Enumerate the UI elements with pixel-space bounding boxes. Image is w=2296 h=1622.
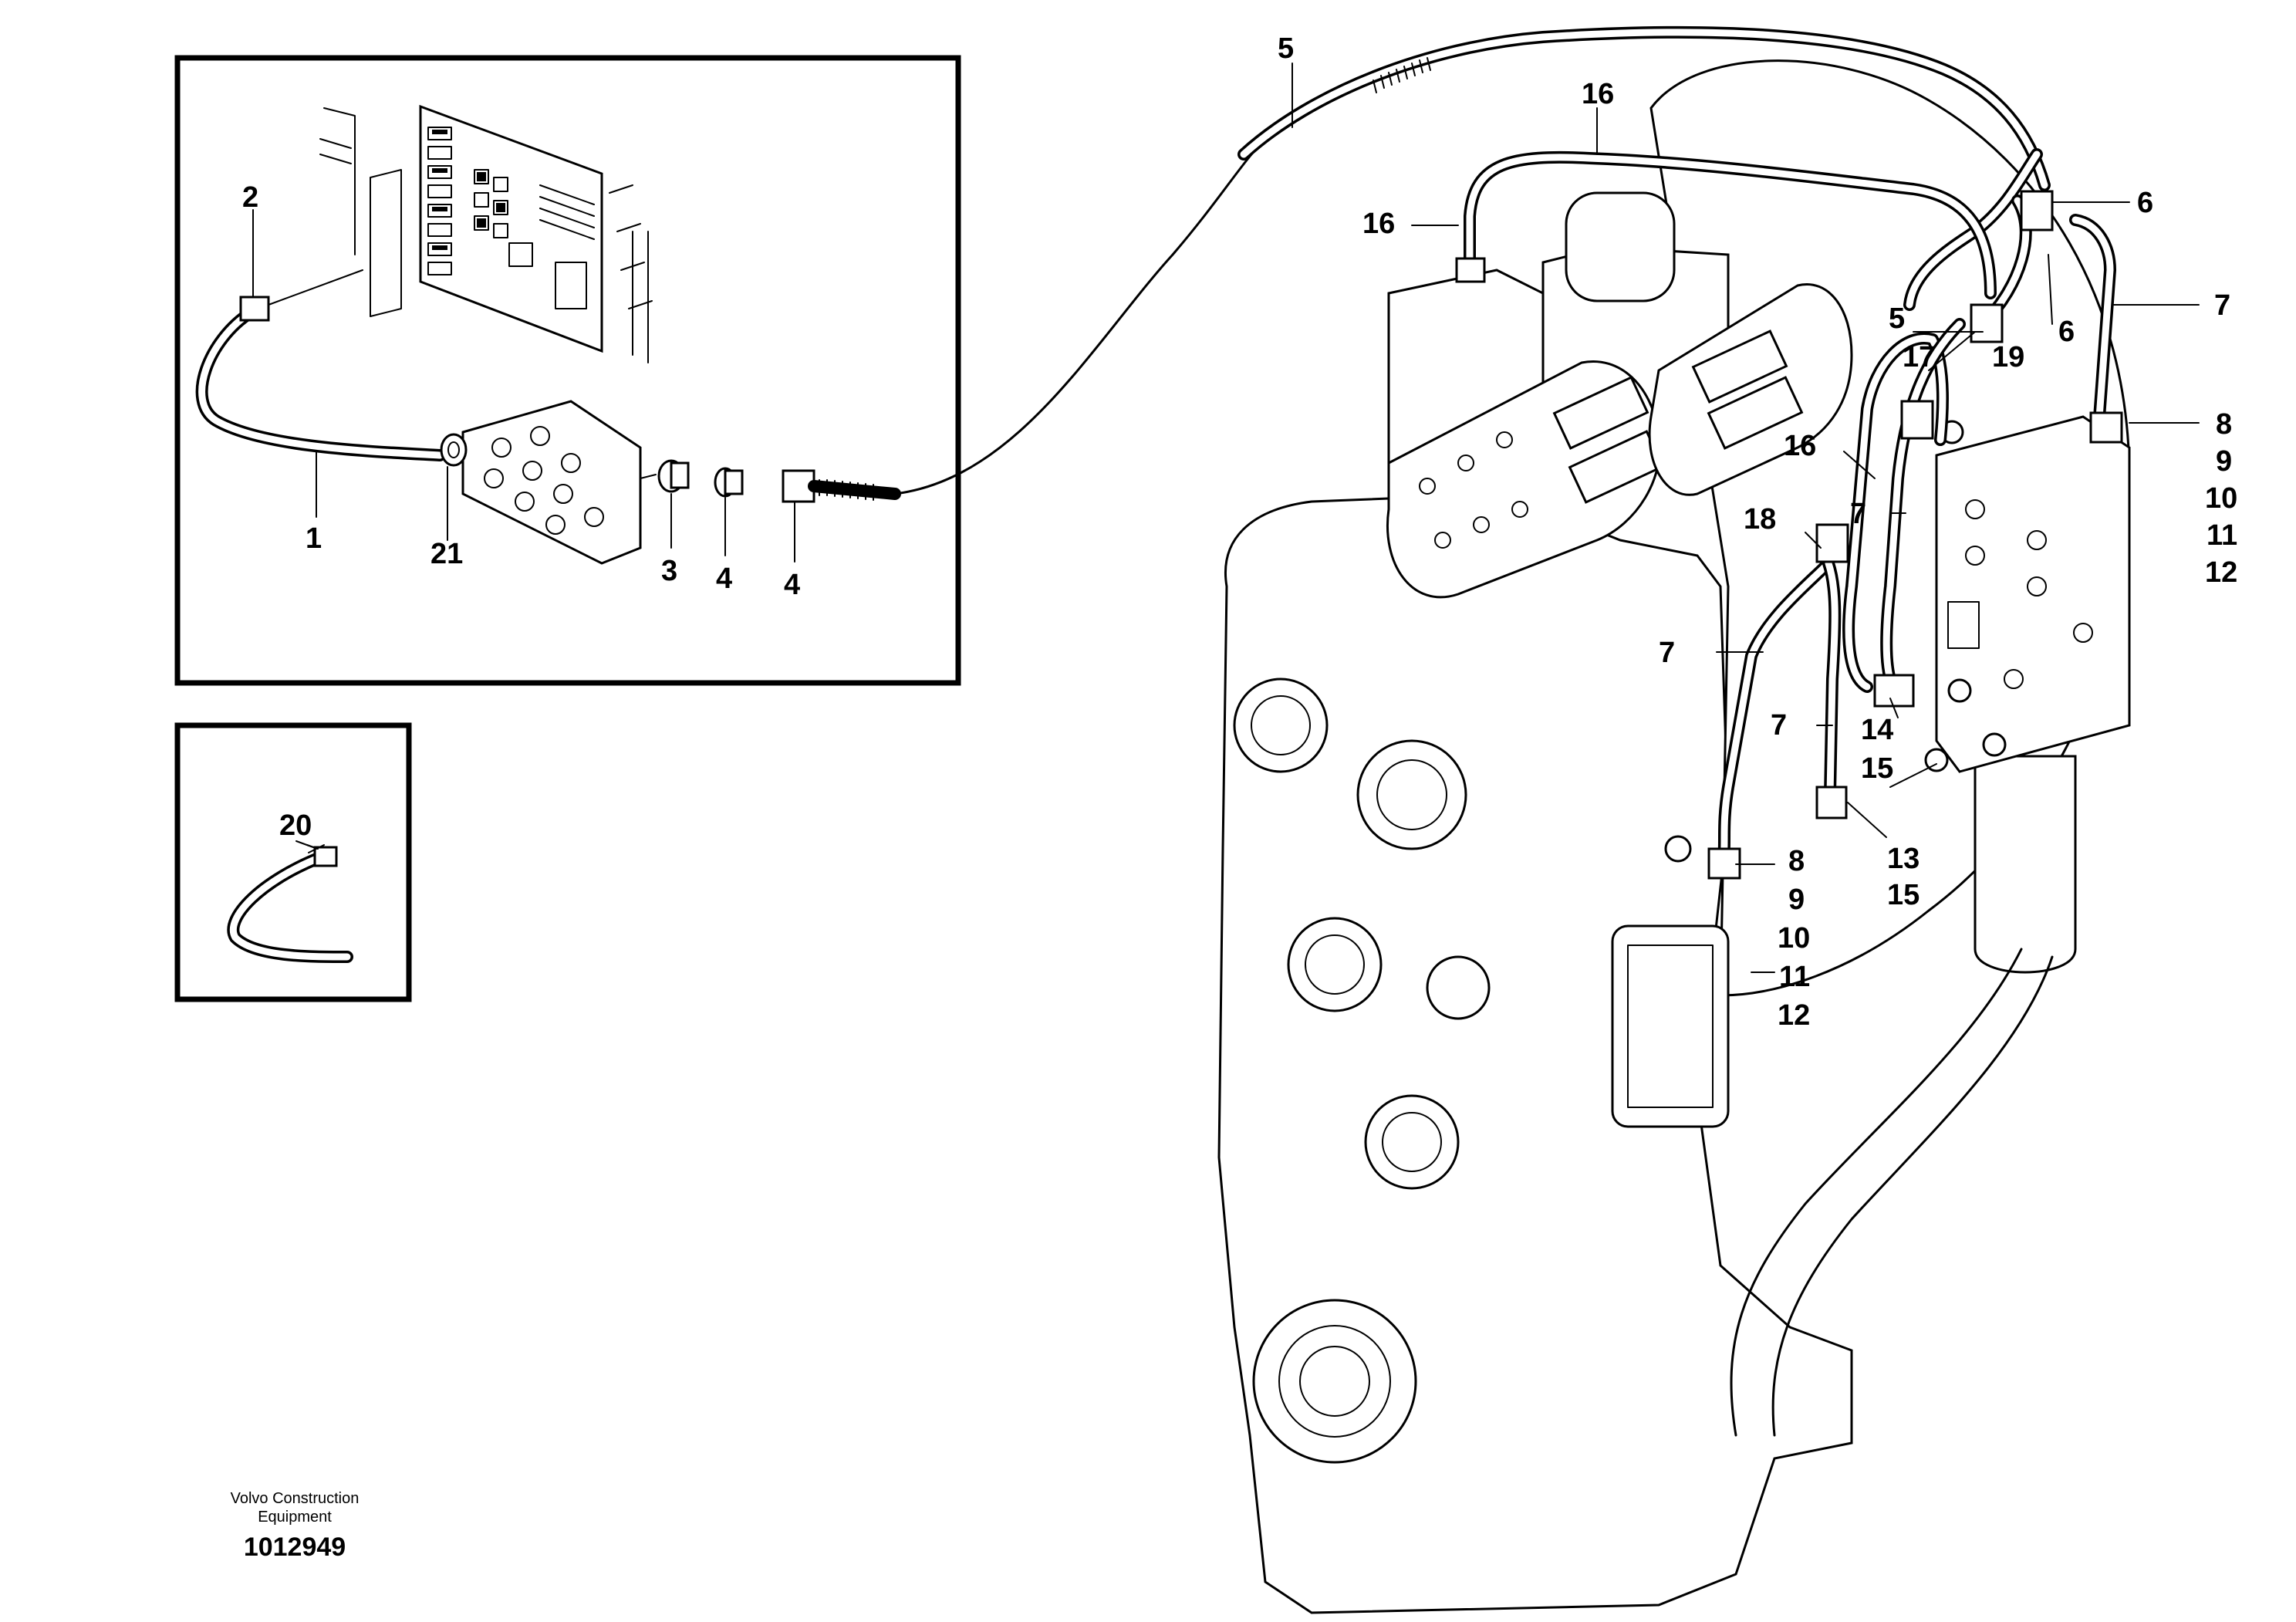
callout-11b: 11 <box>1779 961 1810 993</box>
inset-cable-tie: 20 <box>174 722 412 1002</box>
callout-20: 20 <box>279 809 312 842</box>
footer: Volvo Construction Equipment 1012949 <box>231 1490 360 1562</box>
callout-14: 14 <box>1861 714 1893 746</box>
callout-16a: 16 <box>1582 78 1614 110</box>
callout-16b: 16 <box>1362 208 1395 240</box>
cable-1 <box>195 269 446 461</box>
t-fitting-19 <box>1970 303 2004 343</box>
callout-5a: 5 <box>1278 32 1294 65</box>
callout-16c: 16 <box>1784 430 1816 462</box>
callout-4a: 4 <box>716 563 732 595</box>
cable-5 <box>893 137 1267 495</box>
connector-2 <box>239 296 270 322</box>
callout-1: 1 <box>306 522 322 555</box>
callout-12a: 12 <box>2205 556 2237 589</box>
grommet-21 <box>440 433 468 467</box>
callout-7b: 7 <box>1850 498 1866 530</box>
cable-tie-frame <box>174 722 412 1002</box>
valve-body <box>1935 415 2131 773</box>
callout-6b: 6 <box>2058 316 2075 348</box>
callout-19: 19 <box>1992 341 2024 373</box>
fittings <box>640 459 901 503</box>
t-fitting-17 <box>1900 400 1934 440</box>
callout-5b: 5 <box>1889 302 1905 335</box>
callout-6a: 6 <box>2137 187 2153 219</box>
brand-line-1: Volvo Construction <box>231 1490 360 1507</box>
callout-15b: 15 <box>1887 879 1920 911</box>
elbow-8a <box>2089 411 2123 444</box>
callout-7a: 7 <box>2214 289 2230 322</box>
callout-10a: 10 <box>2205 482 2237 515</box>
callout-21: 21 <box>430 538 463 570</box>
callout-17: 17 <box>1903 341 1935 373</box>
callout-7c: 7 <box>1659 637 1675 669</box>
callout-8a: 8 <box>2216 408 2232 441</box>
callout-11a: 11 <box>2207 519 2237 552</box>
t-fitting-18 <box>1815 523 1849 563</box>
callout-18: 18 <box>1744 503 1776 536</box>
plug-15 <box>1924 748 1949 772</box>
elbow-13 <box>1815 786 1848 819</box>
callout-10b: 10 <box>1778 922 1810 955</box>
callout-8b: 8 <box>1788 845 1805 877</box>
brand-line-2: Equipment <box>258 1509 332 1526</box>
t-fitting-6 <box>2020 190 2054 231</box>
callout-9b: 9 <box>1788 884 1805 916</box>
panel-drawing <box>440 400 642 565</box>
callout-2: 2 <box>242 181 258 214</box>
front-ports <box>1233 678 1730 1464</box>
transmission-assembly: 5 16 16 6 6 7 5 17 19 16 7 18 7 7 14 15 … <box>893 25 2237 1614</box>
callout-12b: 12 <box>1778 999 1810 1032</box>
inset-frame <box>174 55 961 686</box>
elbow-8b <box>1707 847 1741 880</box>
callout-9a: 9 <box>2216 445 2232 478</box>
cable-tie-20 <box>313 846 338 867</box>
drawing-code: 1012949 <box>244 1532 346 1562</box>
callout-4b: 4 <box>784 569 800 601</box>
callout-15a: 15 <box>1861 752 1893 785</box>
inset-control-unit: 2 1 21 3 4 4 <box>174 55 961 686</box>
callout-3: 3 <box>661 555 677 587</box>
circuit-board-drawing <box>319 104 653 363</box>
pump-drawing <box>1386 283 1853 599</box>
sensor-14 <box>1873 674 1915 708</box>
callout-7d: 7 <box>1771 709 1787 742</box>
callout-13: 13 <box>1887 843 1920 875</box>
